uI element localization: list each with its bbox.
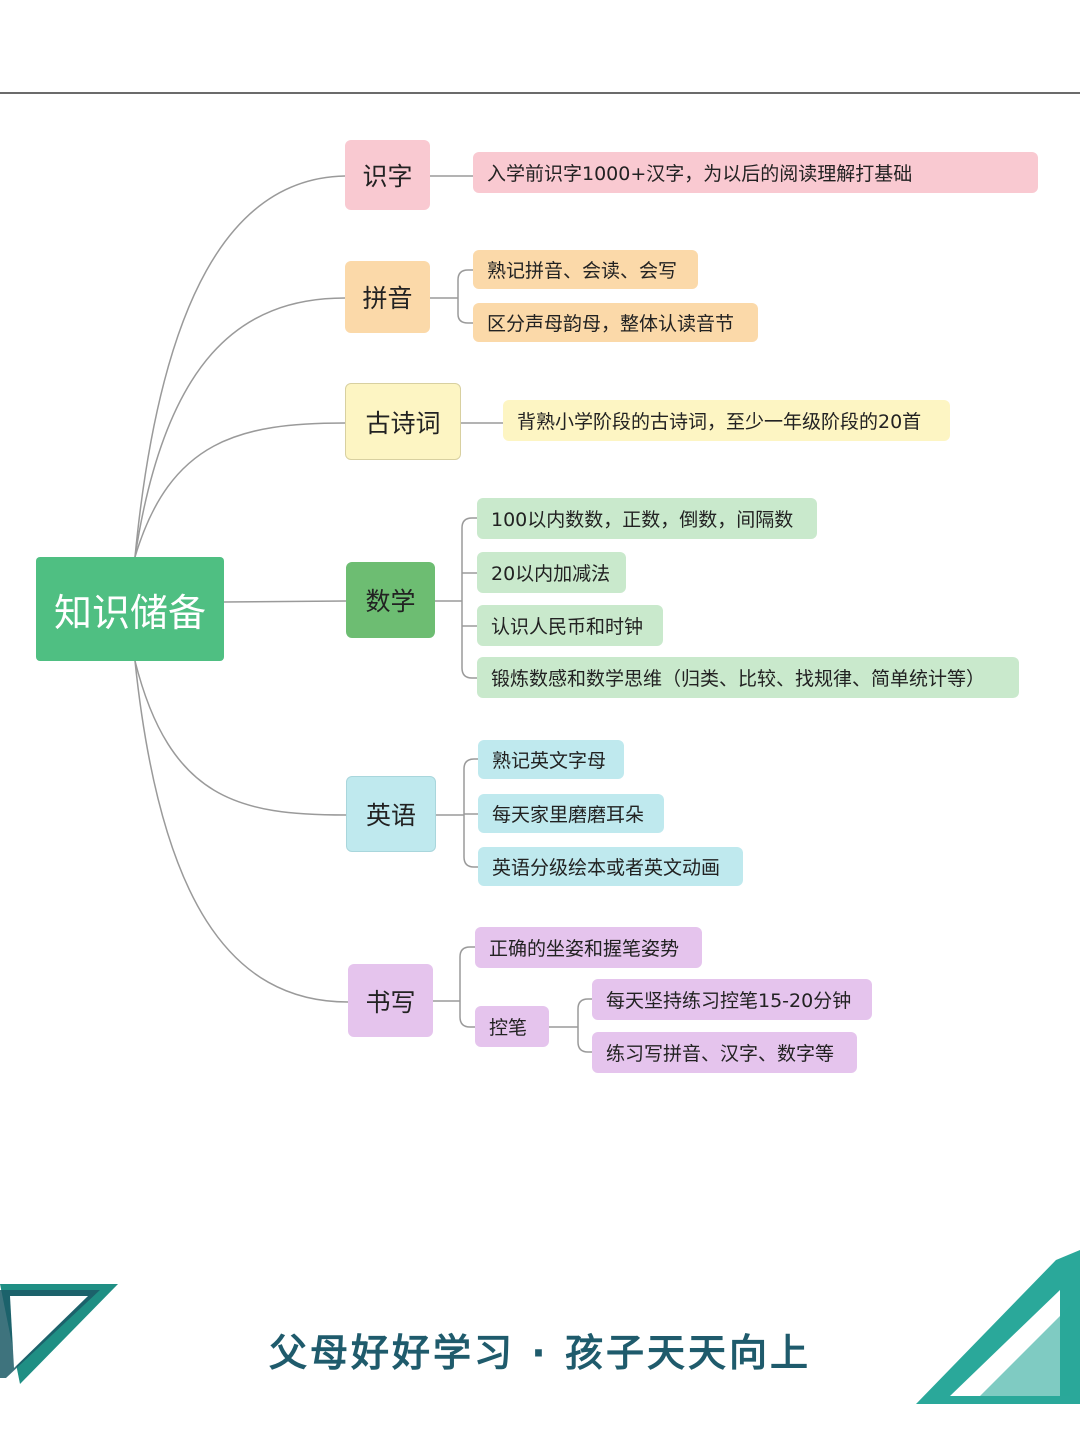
branch-shuxie[interactable]: 书写 — [348, 964, 433, 1037]
branch-gushici[interactable]: 古诗词 — [345, 383, 461, 460]
top-divider — [0, 92, 1080, 94]
corner-decoration-right — [916, 1250, 1080, 1404]
leaf-shuxue-4[interactable]: 锻炼数感和数学思维（归类、比较、找规律、简单统计等） — [477, 657, 1019, 698]
leaf-shuxue-3[interactable]: 认识人民币和时钟 — [477, 605, 663, 646]
branch-pinyin[interactable]: 拼音 — [345, 261, 430, 333]
branch-shizi[interactable]: 识字 — [345, 140, 430, 210]
corner-decoration-left — [0, 1284, 118, 1384]
branch-shuxue[interactable]: 数学 — [346, 562, 435, 638]
leaf-pinyin-2[interactable]: 区分声母韵母，整体认读音节 — [473, 303, 758, 342]
leaf-kongbi-2[interactable]: 练习写拼音、汉字、数字等 — [592, 1032, 857, 1073]
leaf-kongbi-1[interactable]: 每天坚持练习控笔15-20分钟 — [592, 979, 872, 1020]
branch-yingyu[interactable]: 英语 — [346, 776, 436, 852]
leaf-pinyin-1[interactable]: 熟记拼音、会读、会写 — [473, 250, 698, 289]
root-node[interactable]: 知识储备 — [36, 557, 224, 661]
leaf-shuxie-1[interactable]: 正确的坐姿和握笔姿势 — [475, 927, 702, 968]
leaf-yingyu-2[interactable]: 每天家里磨磨耳朵 — [478, 794, 664, 833]
leaf-shizi-1[interactable]: 入学前识字1000+汉字，为以后的阅读理解打基础 — [473, 152, 1038, 193]
subbranch-kongbi[interactable]: 控笔 — [475, 1006, 549, 1047]
leaf-gushici-1[interactable]: 背熟小学阶段的古诗词，至少一年级阶段的20首 — [503, 400, 950, 441]
leaf-shuxue-2[interactable]: 20以内加减法 — [477, 552, 626, 593]
leaf-yingyu-1[interactable]: 熟记英文字母 — [478, 740, 624, 779]
footer-slogan: 父母好好学习 · 孩子天天向上 — [269, 1331, 811, 1375]
leaf-yingyu-3[interactable]: 英语分级绘本或者英文动画 — [478, 847, 743, 886]
leaf-shuxue-1[interactable]: 100以内数数，正数，倒数，间隔数 — [477, 498, 817, 539]
